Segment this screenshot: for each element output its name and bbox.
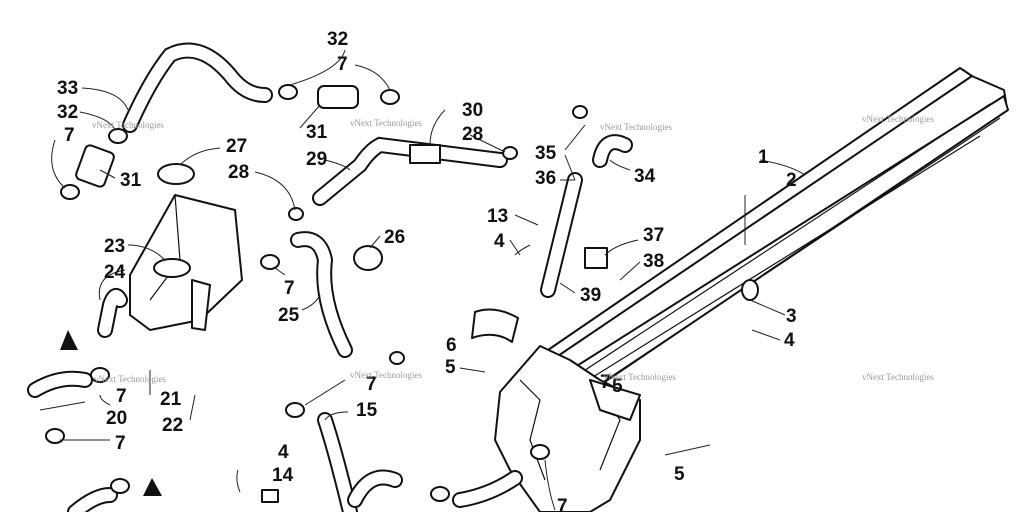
watermark: vNext Technologies <box>604 372 676 382</box>
tunnel-casting <box>471 308 641 512</box>
watermark: vNext Technologies <box>600 122 672 132</box>
filler-cap <box>157 163 195 185</box>
watermark: vNext Technologies <box>92 120 164 130</box>
up-arrow-icon <box>143 478 162 496</box>
callout-7: 7 <box>557 496 568 512</box>
watermark: vNext Technologies <box>94 374 166 384</box>
callout-27: 27 <box>226 136 247 157</box>
callout-28: 28 <box>228 162 249 183</box>
coolant-tank <box>129 163 243 331</box>
callouts: 1 2 3 4 4 4 5 5 5 6 7 7 7 7 7 7 7 7 13 1… <box>57 29 797 512</box>
callout-26: 26 <box>384 227 405 248</box>
callout-28: 28 <box>462 124 483 145</box>
callout-7: 7 <box>64 125 75 146</box>
callout-7: 7 <box>337 54 348 75</box>
up-arrow-icon <box>60 330 78 350</box>
callout-14: 14 <box>272 465 294 486</box>
callout-33: 33 <box>57 78 78 99</box>
callout-4: 4 <box>278 442 289 463</box>
callout-7: 7 <box>116 386 127 407</box>
hose-sleeve <box>409 144 441 164</box>
callout-21: 21 <box>160 389 182 410</box>
callout-37: 37 <box>643 225 664 246</box>
callout-31: 31 <box>306 122 328 143</box>
callout-32: 32 <box>57 102 78 123</box>
heat-exchanger-rails <box>519 67 1009 413</box>
callout-1: 1 <box>758 147 769 168</box>
callout-29: 29 <box>306 149 327 170</box>
callout-35: 35 <box>535 143 557 164</box>
callout-24: 24 <box>104 262 126 283</box>
callout-7: 7 <box>115 433 126 454</box>
callout-7: 7 <box>600 372 611 393</box>
callout-22: 22 <box>162 415 183 436</box>
callout-20: 20 <box>106 408 127 429</box>
coolant-hoses <box>27 134 633 512</box>
watermark: vNext Technologies <box>862 114 934 124</box>
watermark: vNext Technologies <box>350 370 422 380</box>
callout-7: 7 <box>284 278 295 299</box>
watermark: vNext Technologies <box>350 118 422 128</box>
callout-5: 5 <box>674 464 685 485</box>
callout-38: 38 <box>643 251 664 272</box>
callout-6: 6 <box>446 335 457 356</box>
direction-arrows <box>60 330 162 496</box>
callout-3: 3 <box>786 306 797 327</box>
callout-4: 4 <box>494 231 505 252</box>
callout-15: 15 <box>356 400 378 421</box>
callout-36: 36 <box>535 168 556 189</box>
callout-4: 4 <box>784 330 795 351</box>
callout-30: 30 <box>462 100 483 121</box>
callout-25: 25 <box>278 305 300 326</box>
callout-23: 23 <box>104 236 125 257</box>
callout-5: 5 <box>612 376 623 397</box>
callout-13: 13 <box>487 206 508 227</box>
callout-39: 39 <box>580 285 601 306</box>
upper-hose <box>312 136 508 206</box>
leader-lines <box>39 49 806 511</box>
watermarks: vNext Technologies vNext Technologies vN… <box>92 114 934 384</box>
callout-32: 32 <box>327 29 348 50</box>
top-hose <box>75 42 359 188</box>
watermark: vNext Technologies <box>862 372 934 382</box>
callout-7: 7 <box>366 374 377 395</box>
clamps <box>45 84 759 503</box>
callout-2: 2 <box>786 170 797 191</box>
callout-5: 5 <box>445 357 456 378</box>
callout-31: 31 <box>120 170 142 191</box>
callout-34: 34 <box>634 166 656 187</box>
